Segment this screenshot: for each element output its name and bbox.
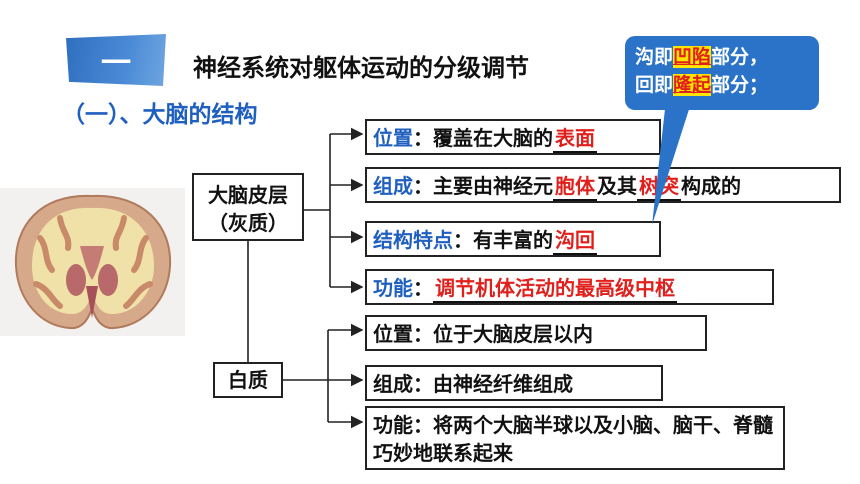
callout-text: 部分； <box>711 74 769 96</box>
item-text: 有丰富的 <box>473 228 553 252</box>
item-text: 及其 <box>597 174 637 198</box>
page-title: 神经系统对躯体运动的分级调节 <box>193 54 529 82</box>
item-key: 结构特点 <box>373 228 453 252</box>
item-key: 功能 <box>373 276 413 300</box>
item-key: 组成 <box>373 174 413 198</box>
callout-pointer <box>652 100 692 225</box>
item-text: 构成的 <box>681 174 741 198</box>
cortex-composition-box: 组成：主要由神经元胞体及其树突构成的 <box>365 167 841 203</box>
callout-text: 沟即 <box>635 46 674 68</box>
answer-blank: 调节机体活动的最高级中枢 <box>433 275 677 303</box>
cortex-position-box: 位置：覆盖在大脑的表面 <box>365 119 661 155</box>
white-position-box: 位置：位于大脑皮层以内 <box>365 315 707 351</box>
white-composition-box: 组成：由神经纤维组成 <box>365 365 663 401</box>
item-text: 主要由神经元 <box>433 174 553 198</box>
callout-text: 部分， <box>711 46 769 68</box>
item-key: 位置 <box>373 126 413 150</box>
callout-highlight: 隆起 <box>673 74 712 96</box>
cortex-function-box: 功能：调节机体活动的最高级中枢 <box>365 269 774 305</box>
cortex-node: 大脑皮层 （灰质） <box>192 173 304 241</box>
section-subtitle: （一）、大脑的结构 <box>62 102 258 128</box>
item-sep: ： <box>413 174 433 198</box>
callout-text: 回即 <box>635 74 674 96</box>
item-text: 覆盖在大脑的 <box>433 126 553 150</box>
answer-blank: 胞体 <box>553 173 597 201</box>
cortex-feature-box: 结构特点：有丰富的沟回 <box>365 221 661 257</box>
section-badge <box>66 34 166 86</box>
gray-matter-label: （灰质） <box>208 211 288 235</box>
section-number: 一 <box>101 46 131 81</box>
callout-highlight: 凹陷 <box>673 46 712 68</box>
item-sep: ： <box>453 228 473 252</box>
white-matter-node: 白质 <box>213 362 283 398</box>
item-sep: ： <box>413 126 433 150</box>
answer-blank: 沟回 <box>553 227 597 255</box>
item-sep: ： <box>413 276 433 300</box>
cortex-label: 大脑皮层 <box>208 183 288 207</box>
answer-blank: 表面 <box>553 125 597 153</box>
white-function-box: 功能：将两个大脑半球以及小脑、脑干、脊髓巧妙地联系起来 <box>365 406 785 470</box>
brain-section-image <box>0 188 185 336</box>
callout-bubble: 沟即凹陷部分， 回即隆起部分； <box>625 36 819 110</box>
